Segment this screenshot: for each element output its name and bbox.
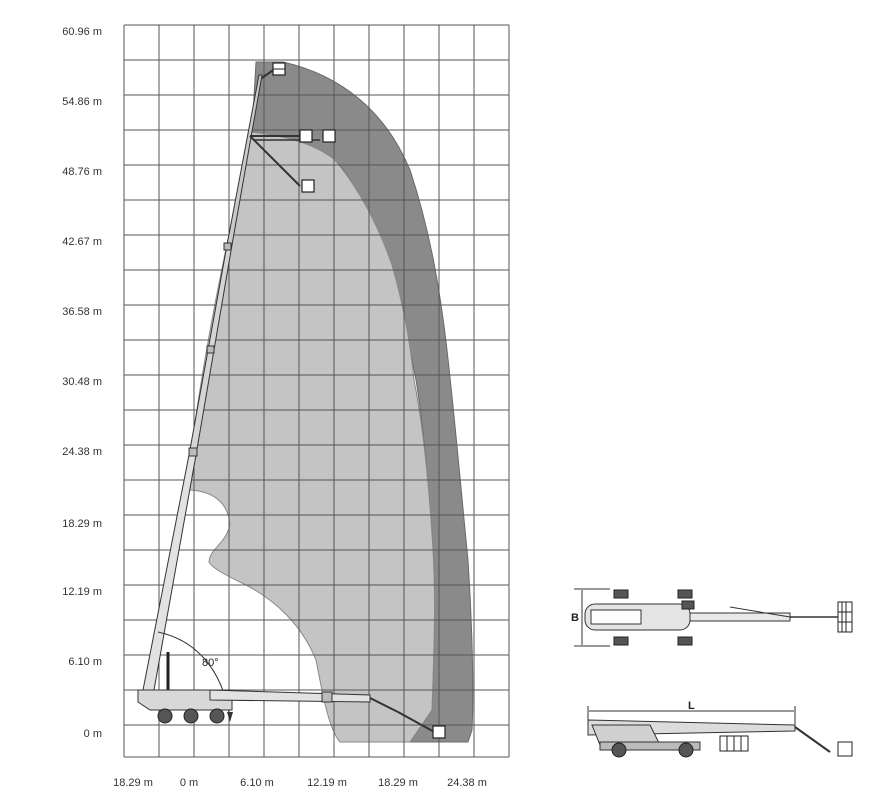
top-view: B: [571, 588, 853, 647]
boom-angle-label: 80°: [202, 657, 219, 669]
y-tick-label: 0 m: [84, 728, 102, 740]
x-tick-label: 24.38 m: [447, 777, 487, 789]
y-tick-label: 60.96 m: [62, 26, 102, 38]
y-tick-label: 6.10 m: [68, 656, 102, 668]
y-tick-label: 18.29 m: [62, 518, 102, 530]
y-tick-label: 30.48 m: [62, 376, 102, 388]
y-tick-label: 24.38 m: [62, 446, 102, 458]
x-tick-label: 18.29 m: [113, 777, 153, 789]
y-tick-label: 36.58 m: [62, 306, 102, 318]
platform-basket-jib: [299, 129, 336, 193]
length-label: L: [688, 700, 695, 712]
side-view: L: [587, 700, 853, 758]
lowered-boom: [209, 689, 446, 739]
y-tick-label: 54.86 m: [62, 96, 102, 108]
grid: [123, 24, 510, 758]
y-axis-labels: 60.96 m 54.86 m 48.76 m 42.67 m 36.58 m …: [62, 26, 102, 740]
machine-chassis: [137, 689, 233, 724]
x-tick-label: 0 m: [180, 777, 198, 789]
x-tick-label: 12.19 m: [307, 777, 347, 789]
width-label: B: [571, 612, 579, 624]
y-tick-label: 48.76 m: [62, 166, 102, 178]
y-tick-label: 42.67 m: [62, 236, 102, 248]
x-tick-label: 6.10 m: [240, 777, 274, 789]
platform-basket-low: [432, 725, 446, 739]
x-tick-label: 18.29 m: [378, 777, 418, 789]
platform-basket-top: [272, 62, 286, 76]
x-axis-labels: 18.29 m 0 m 6.10 m 12.19 m 18.29 m 24.38…: [113, 777, 487, 789]
y-tick-label: 12.19 m: [62, 586, 102, 598]
